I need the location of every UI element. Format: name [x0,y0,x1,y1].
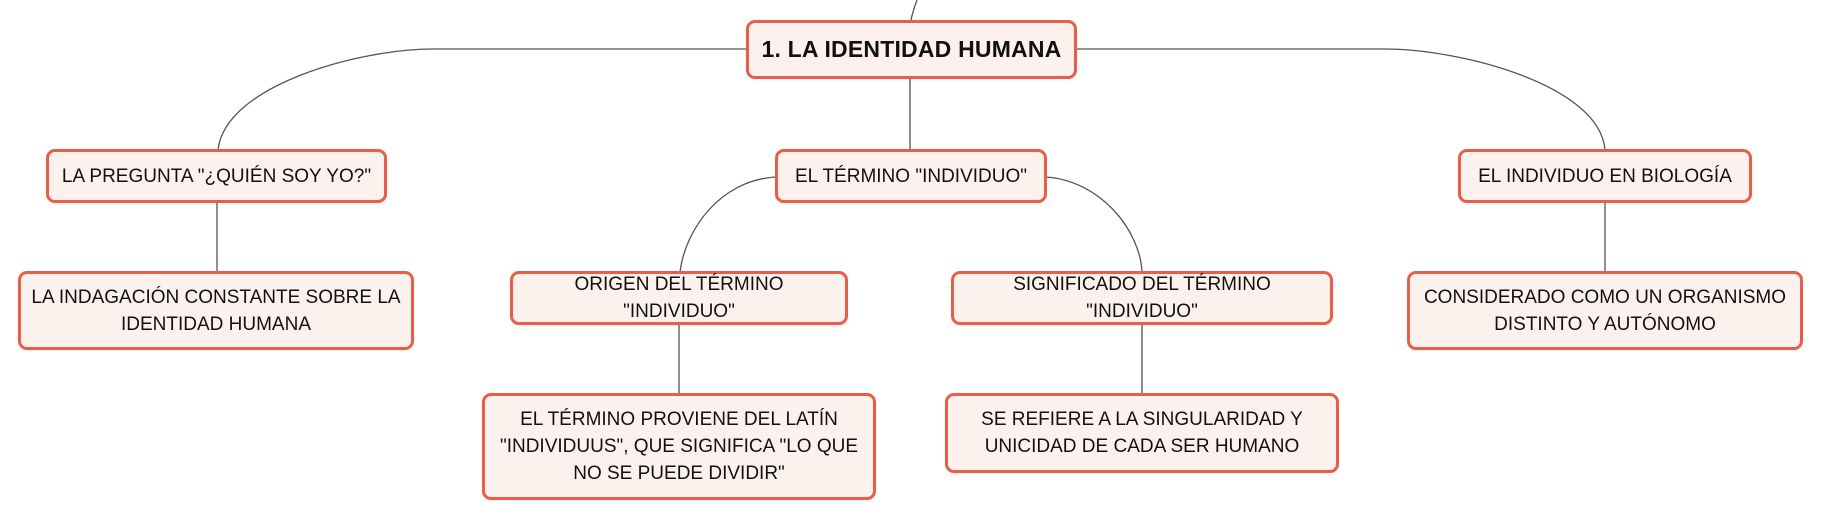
node-root-label: 1. LA IDENTIDAD HUMANA [761,36,1062,62]
link-root-to-pregunta [217,48,747,151]
link-parent-above-to-root [910,0,918,21]
node-termino-individuo[interactable]: EL TÉRMINO "INDIVIDUO" [775,149,1047,203]
node-termino-label: EL TÉRMINO "INDIVIDUO" [794,165,1028,187]
node-singularidad-unicidad[interactable]: SE REFIERE A LA SINGULARIDAD Y UNICIDAD … [945,393,1339,473]
node-origen-label: ORIGEN DEL TÉRMINO "INDIVIDUO" [574,274,784,322]
node-proviene-latin[interactable]: EL TÉRMINO PROVIENE DEL LATÍN "INDIVIDUU… [482,393,876,500]
node-indagacion-constante[interactable]: LA INDAGACIÓN CONSTANTE SOBRE LA IDENTID… [18,271,414,350]
link-root-to-biologia [1075,48,1606,151]
node-significado-label: SIGNIFICADO DEL TÉRMINO "INDIVIDUO" [1013,274,1271,322]
node-singularidad-label: SE REFIERE A LA SINGULARIDAD Y UNICIDAD … [981,409,1303,457]
node-organismo-label: CONSIDERADO COMO UN ORGANISMO DISTINTO Y… [1423,286,1787,335]
link-termino-to-significado [1044,176,1143,273]
link-termino-to-origen [679,176,777,273]
node-pregunta-quien-soy-yo[interactable]: LA PREGUNTA "¿QUIÉN SOY YO?" [46,149,387,203]
node-organismo-autonomo[interactable]: CONSIDERADO COMO UN ORGANISMO DISTINTO Y… [1407,271,1803,350]
node-root-identidad-humana[interactable]: 1. LA IDENTIDAD HUMANA [746,20,1077,79]
node-proviene-label: EL TÉRMINO PROVIENE DEL LATÍN "INDIVIDUU… [499,409,859,484]
node-indagacion-label: LA INDAGACIÓN CONSTANTE SOBRE LA IDENTID… [31,286,401,335]
node-biologia-label: EL INDIVIDUO EN BIOLOGÍA [1478,165,1732,187]
node-pregunta-label: LA PREGUNTA "¿QUIÉN SOY YO?" [61,165,372,187]
node-significado-termino[interactable]: SIGNIFICADO DEL TÉRMINO "INDIVIDUO" [951,271,1333,325]
node-individuo-biologia[interactable]: EL INDIVIDUO EN BIOLOGÍA [1458,149,1752,203]
node-origen-termino[interactable]: ORIGEN DEL TÉRMINO "INDIVIDUO" [510,271,848,325]
